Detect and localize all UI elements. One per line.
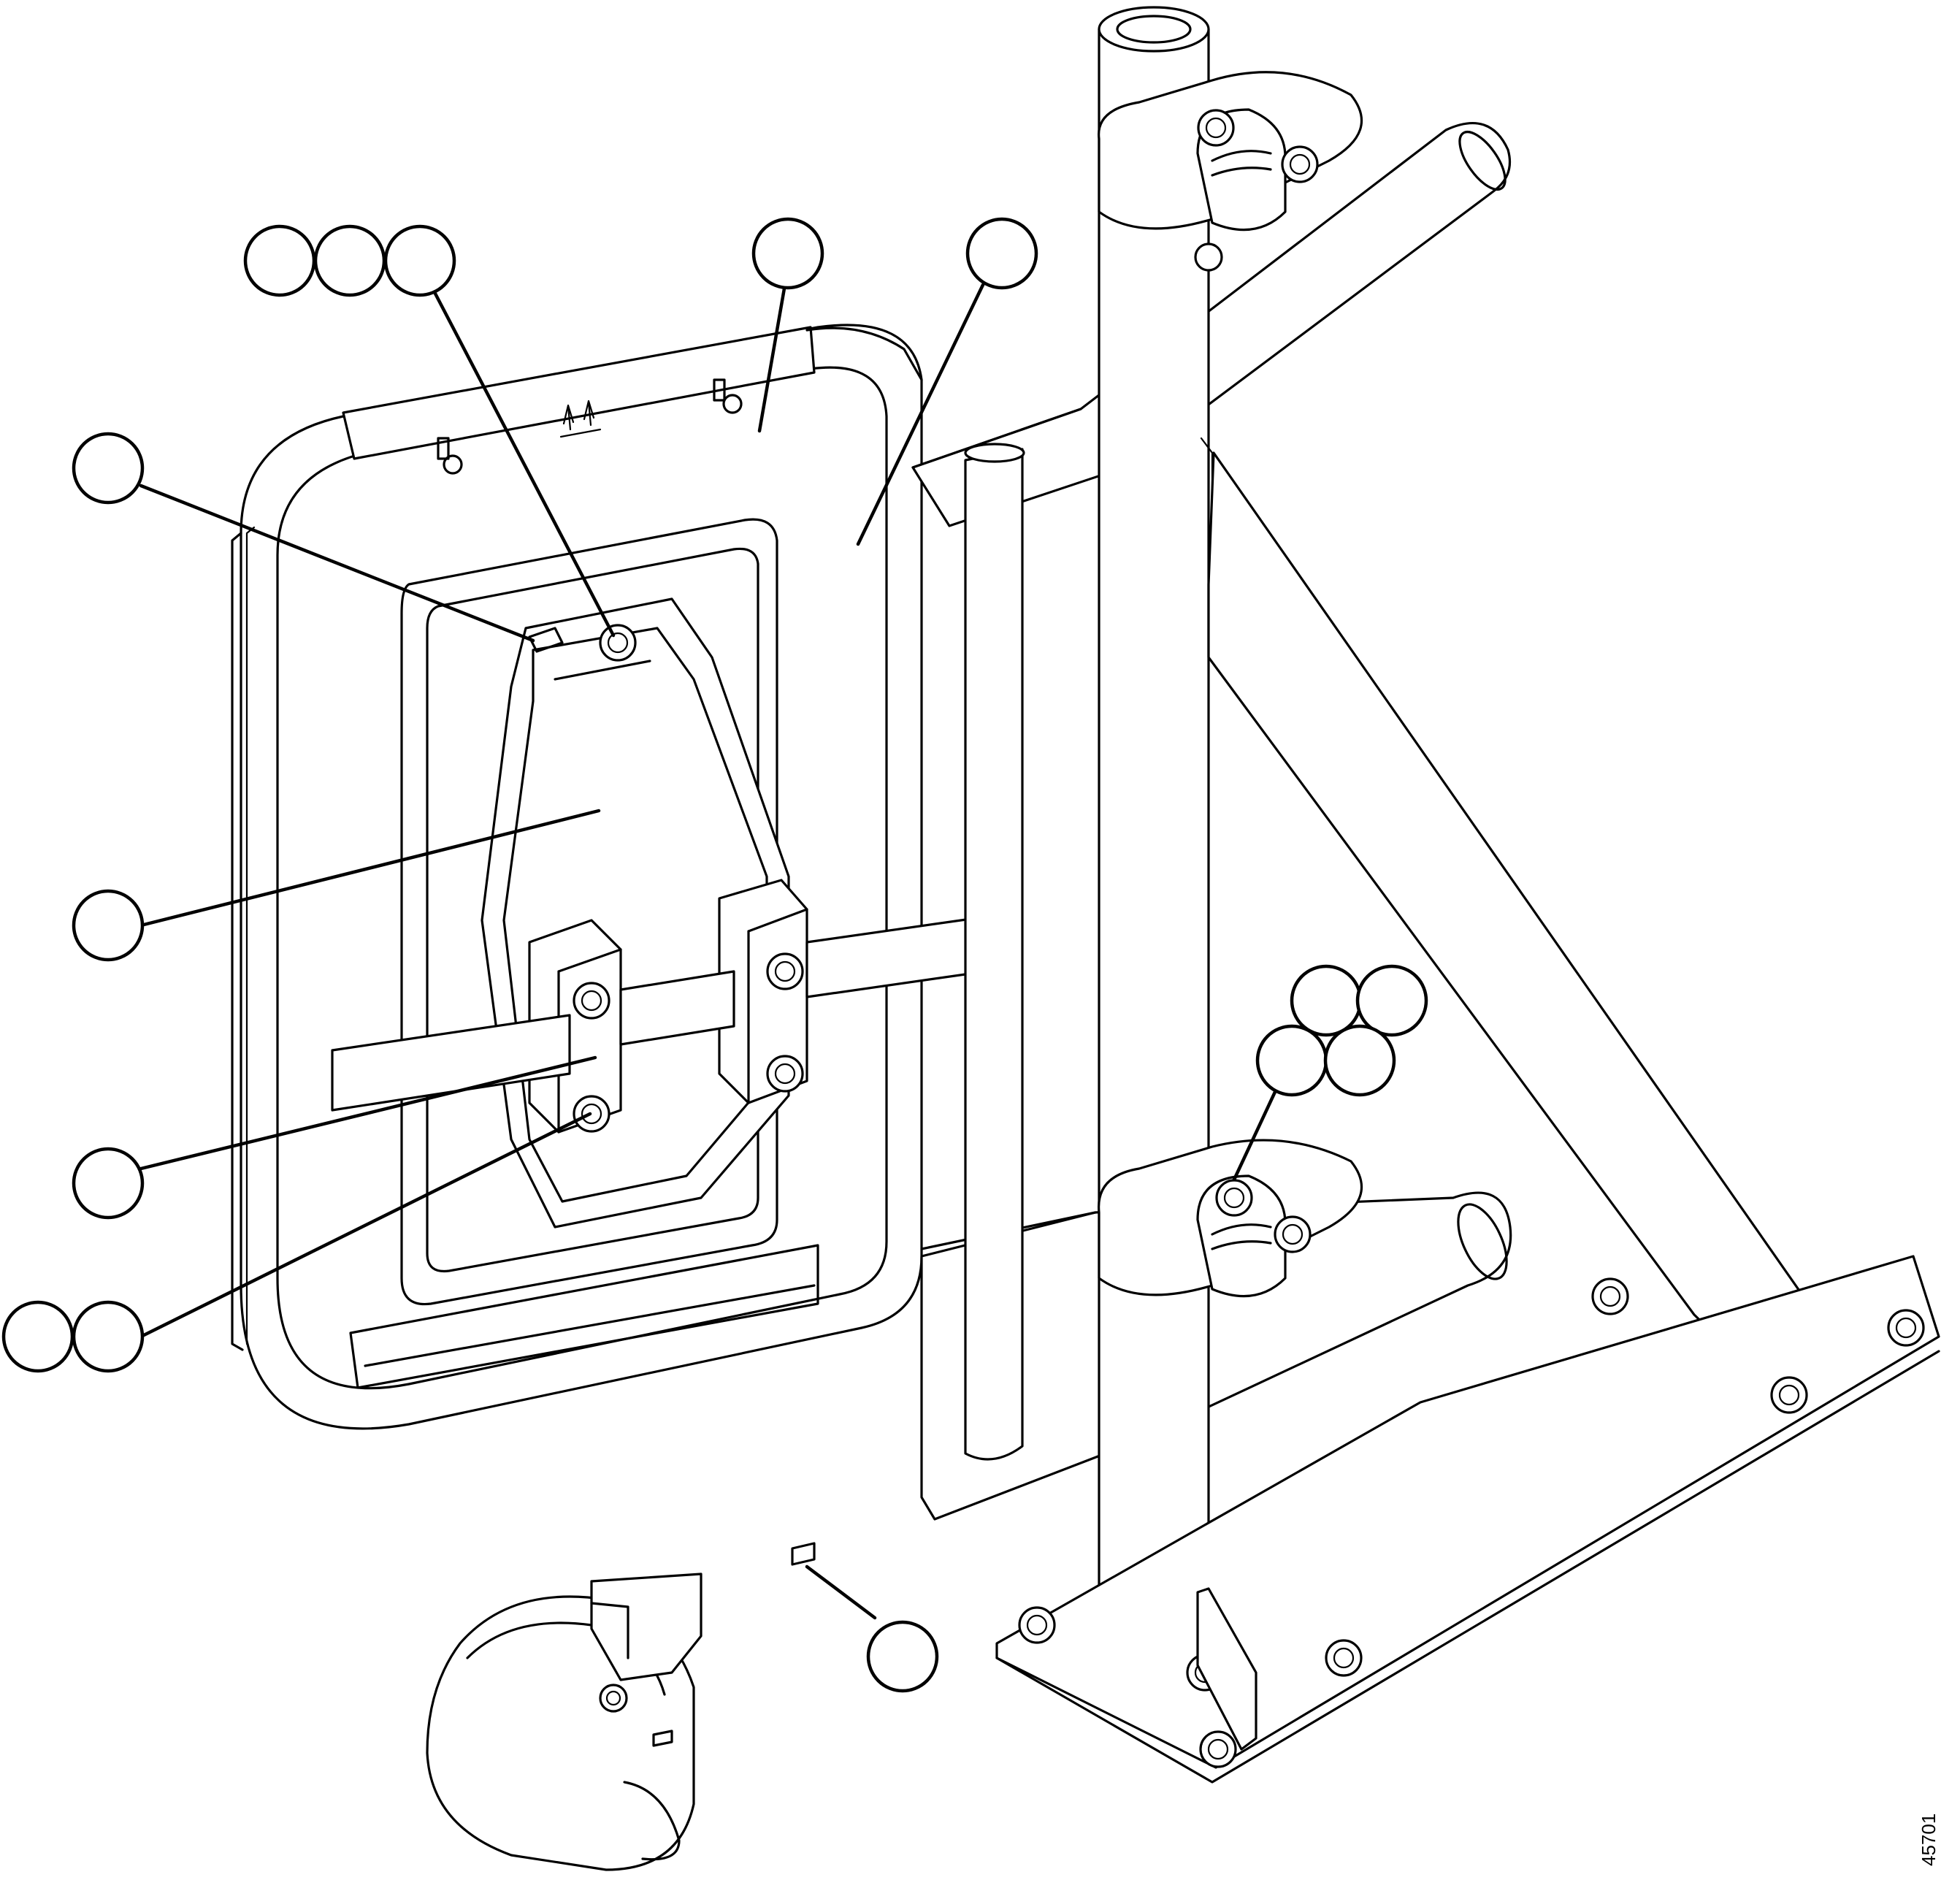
callout-bubble [1323,1024,1396,1097]
callout-bubble [1290,964,1363,1037]
clamp-rod [331,917,987,1112]
latch-left-icon [437,437,463,475]
base-plate-bolt [1018,1277,1925,1768]
lower-pivot-bracket [1098,1139,1363,1298]
up-arrow-icon [559,400,602,438]
main-arm-tube [911,122,1512,527]
upper-pivot-bracket [1098,71,1363,272]
latch-right-icon [713,378,743,414]
figure-id-label: 45701 [1918,1814,1940,1866]
callout-bubbles [1,217,1428,1693]
callout-bubble [866,1620,939,1693]
callout-bubble [72,889,145,962]
callout-bubble [1255,1024,1328,1097]
callout-bubble [72,1147,145,1220]
callout-bubble [1,1300,74,1373]
clamp-right [718,879,808,1104]
base-plate [995,1255,1940,1784]
callout-bubble [965,217,1038,290]
callout-bubble [72,1300,145,1373]
callout-bubble [383,224,456,297]
leader-lines [139,283,1282,1620]
lower-fitting [791,1542,816,1566]
clamp-left [528,919,622,1134]
callout-bubble [313,224,386,297]
callout-bubble [243,224,316,297]
top-bolt [528,624,637,662]
callout-bubble [72,432,145,505]
vertical-arm-tube [964,443,1025,1461]
callout-bubble [751,217,824,290]
caster-wheel [426,1573,703,1871]
callout-bubble [1355,964,1428,1037]
